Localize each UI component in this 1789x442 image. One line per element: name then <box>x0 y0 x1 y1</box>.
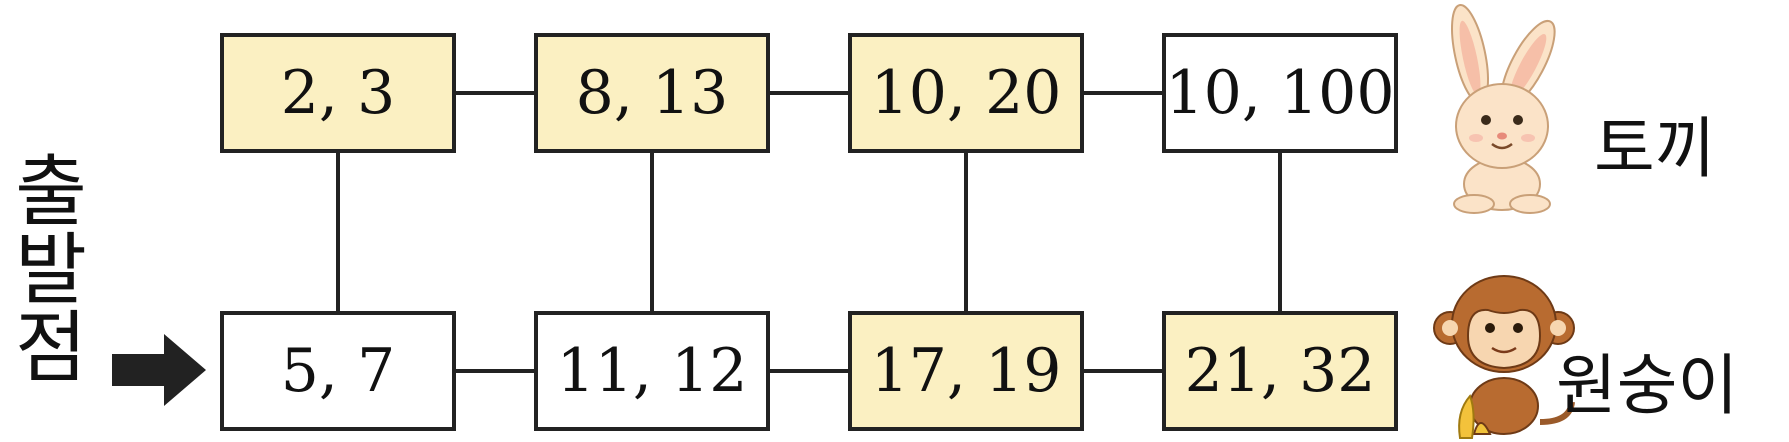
right-arrow-icon <box>112 334 206 406</box>
bottom-node-3: 17, 19 <box>848 311 1084 431</box>
bottom-node-2: 11, 12 <box>534 311 770 431</box>
top-node-1: 2, 3 <box>220 33 456 153</box>
monkey-icon <box>1433 275 1575 439</box>
top-node-4: 10, 100 <box>1162 33 1398 153</box>
top-node-2: 8, 13 <box>534 33 770 153</box>
rabbit-icon <box>1451 3 1556 214</box>
start-label: 출발점 <box>0 150 89 384</box>
top-node-3: 10, 20 <box>848 33 1084 153</box>
bottom-node-1: 5, 7 <box>220 311 456 431</box>
bottom-node-4: 21, 32 <box>1162 311 1398 431</box>
rabbit-label: 토끼 <box>1594 110 1716 187</box>
monkey-label: 원숭이 <box>1556 347 1739 424</box>
